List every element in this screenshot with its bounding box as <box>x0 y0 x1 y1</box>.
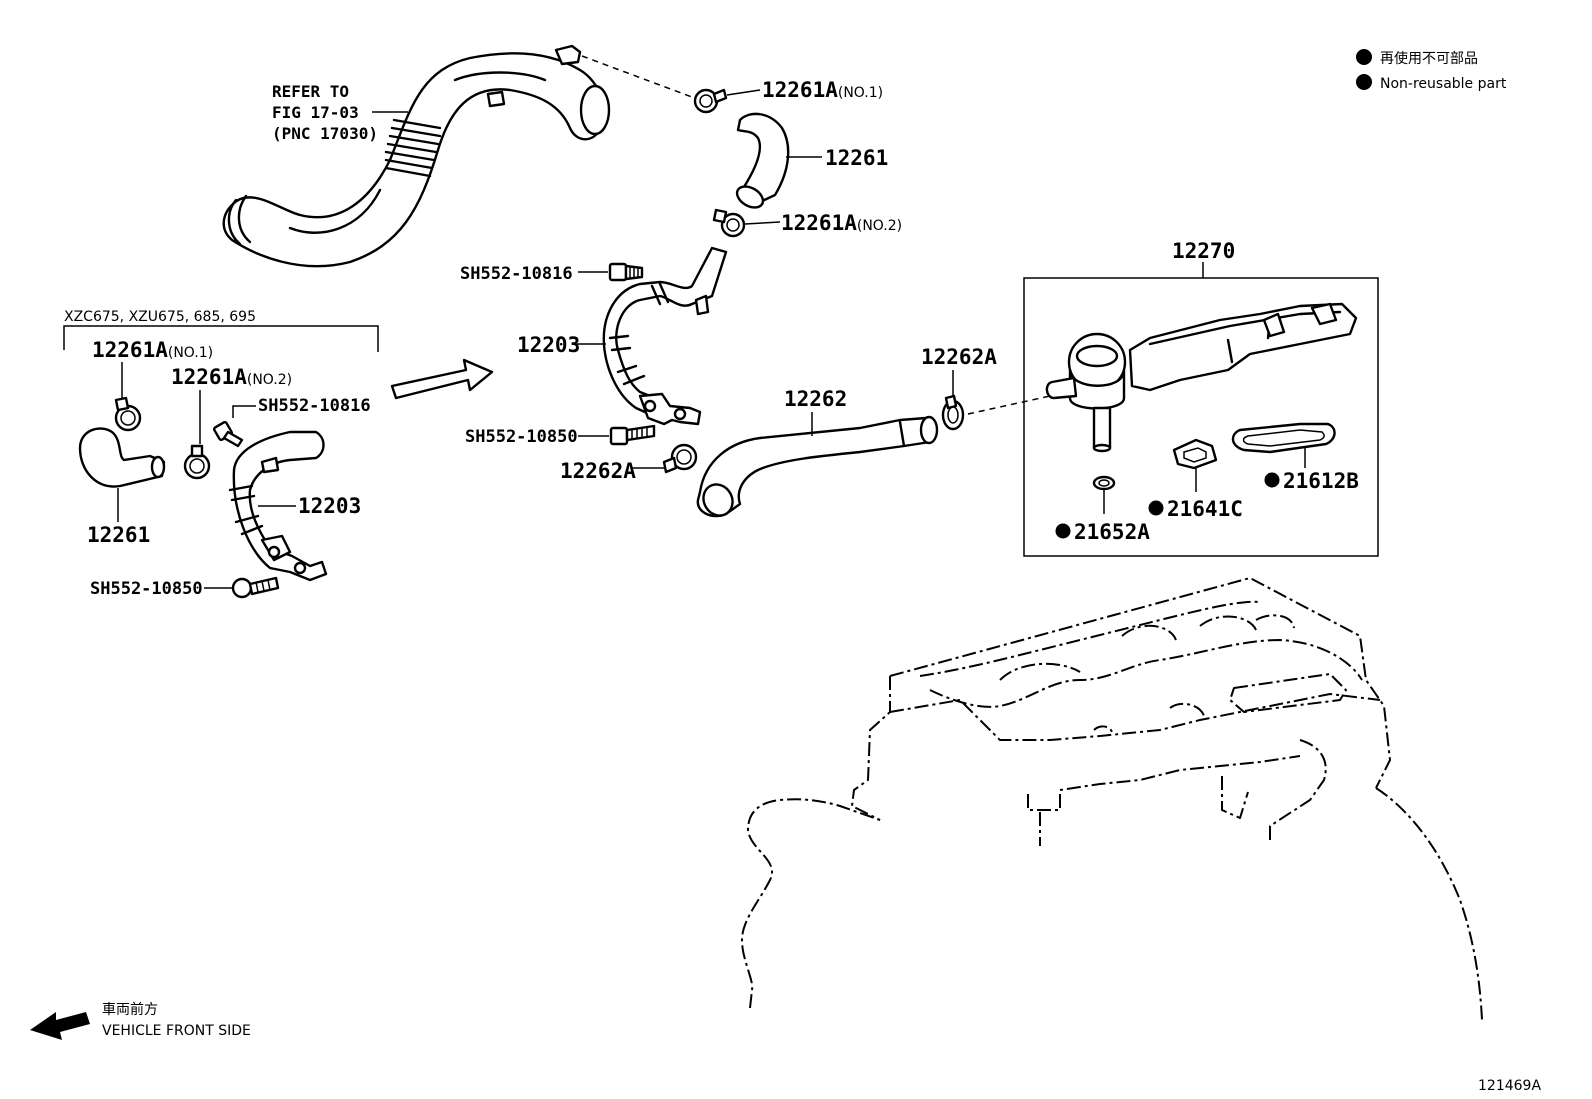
legend-bullet-en <box>1356 74 1372 90</box>
hose-12262 <box>696 412 939 518</box>
legend-jp-text: 再使用不可部品 <box>1380 50 1478 67</box>
gasket-21612b <box>1231 422 1336 468</box>
intake-hose <box>222 52 606 268</box>
left-clamp-12261a-no2 <box>183 444 211 480</box>
refer-line-1: REFER TO <box>272 82 349 101</box>
callout-21612b: 21612B <box>1283 469 1359 493</box>
front-direction <box>30 1012 90 1040</box>
direction-en-text: VEHICLE FRONT SIDE <box>102 1023 251 1039</box>
separator-box <box>1023 262 1379 557</box>
pipe-12203 <box>575 246 728 426</box>
refer-line-2: FIG 17-03 <box>272 103 359 122</box>
callout-12270: 12270 <box>1172 239 1235 263</box>
figure-id: 121469A <box>1478 1078 1541 1094</box>
callout-left-12261a-no2: 12261A(NO.2) <box>171 365 292 389</box>
variant-note: XZC675, XZU675, 685, 695 <box>64 309 256 325</box>
callout-21641c: 21641C <box>1167 497 1243 521</box>
clamp-12262a-upper <box>941 370 1051 431</box>
callout-12262a-lower: 12262A <box>560 459 636 483</box>
intake-hose-cuff-left <box>227 198 242 246</box>
oil-separator-12270 <box>1045 302 1358 453</box>
left-pipe-12203 <box>228 430 328 582</box>
left-hose-12261 <box>78 427 166 522</box>
callout-21652a: 21652A <box>1074 520 1150 544</box>
intake-hose-assembly <box>222 44 701 268</box>
callout-12261a-no1: 12261A(NO.1) <box>762 78 883 102</box>
legend-bullet-jp <box>1356 49 1372 65</box>
intake-hose-cuff-left-inner <box>237 194 252 244</box>
callout-12261: 12261 <box>825 146 888 170</box>
intake-hose-outlet <box>579 84 611 136</box>
callout-left-sh552-10816: SH552-10816 <box>258 396 371 416</box>
bullet-21641c <box>1148 500 1164 516</box>
intake-hose-highlight <box>288 188 382 234</box>
legend-en-text: Non-reusable part <box>1380 76 1507 92</box>
variant-bracket <box>63 325 379 352</box>
callout-left-12261: 12261 <box>87 523 150 547</box>
callout-left-12203: 12203 <box>298 494 361 518</box>
engine-outline <box>741 577 1483 1021</box>
callout-left-sh552-10850: SH552-10850 <box>90 579 203 599</box>
intake-hose-nipple <box>554 44 582 66</box>
intake-dash-line <box>581 55 701 101</box>
left-bolt-sh552-10816 <box>212 405 256 448</box>
hose-12261 <box>735 112 822 209</box>
clamp-12261a-no2 <box>712 208 781 238</box>
legend: 再使用不可部品 Non-reusable part <box>1356 49 1507 92</box>
bullet-21612b <box>1264 472 1280 488</box>
gasket-21641c <box>1172 438 1218 492</box>
bolt-sh552-10850 <box>578 424 656 446</box>
callout-12262: 12262 <box>784 387 847 411</box>
bullet-21652a <box>1055 523 1071 539</box>
callout-sh552-10816: SH552-10816 <box>460 264 573 284</box>
intake-hose-stud <box>486 90 506 108</box>
left-clamp-12261a-no1 <box>114 396 142 432</box>
callout-12262a-upper: 12262A <box>921 345 997 369</box>
callout-sh552-10850: SH552-10850 <box>465 427 578 447</box>
callout-left-12261a-no1: 12261A(NO.1) <box>92 338 213 362</box>
callout-12203: 12203 <box>517 333 580 357</box>
front-arrow-icon <box>30 1012 90 1040</box>
intake-hose-bellows <box>384 118 442 178</box>
refer-line-3: (PNC 17030) <box>272 124 378 143</box>
bolt-sh552-10816 <box>578 262 644 282</box>
gasket-21652a <box>1092 475 1116 514</box>
intake-hose-highlight-2 <box>453 71 547 82</box>
variant-arrow <box>390 358 494 400</box>
clamp-12261a-no1 <box>693 88 761 114</box>
direction-jp-text: 車両前方 <box>102 1001 158 1018</box>
callout-12261a-no2: 12261A(NO.2) <box>781 211 902 235</box>
left-bolt-sh552-10850 <box>204 576 280 599</box>
clamp-12262a-lower <box>632 443 698 474</box>
